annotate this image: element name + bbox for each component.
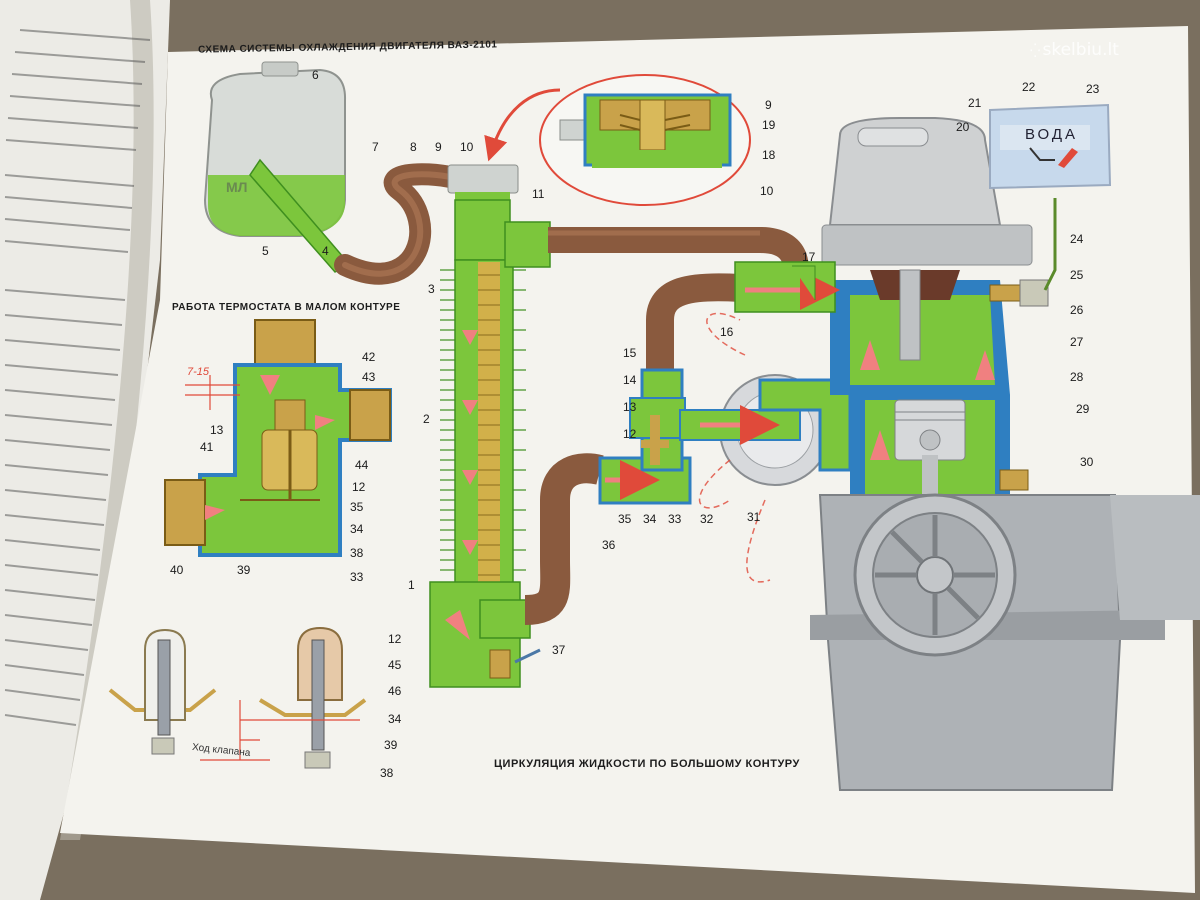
callout-37: 37 <box>552 643 566 657</box>
water-pump <box>679 374 852 486</box>
callout-46: 46 <box>388 684 402 698</box>
callout-29: 29 <box>1076 402 1090 416</box>
callout-14: 14 <box>623 373 637 387</box>
callout-10b: 10 <box>760 184 774 198</box>
callout-36: 36 <box>602 538 616 552</box>
callout-45: 45 <box>388 658 402 672</box>
callout-38b: 38 <box>380 766 394 780</box>
callout-16: 16 <box>720 325 734 339</box>
callout-43: 43 <box>362 370 376 384</box>
radiator <box>429 199 551 688</box>
callout-15: 15 <box>623 346 637 360</box>
thermostat-assembly <box>598 368 692 505</box>
radiator-filler-neck <box>447 164 519 204</box>
callout-38a: 38 <box>350 546 364 560</box>
block-drain-plug <box>999 469 1029 491</box>
engine-outlet <box>734 261 836 313</box>
callout-4: 4 <box>322 244 329 258</box>
fan-outline <box>698 312 771 583</box>
callout-11: 11 <box>532 187 545 201</box>
callout-2: 2 <box>423 412 430 426</box>
callout-13: 13 <box>623 400 637 414</box>
callout-13b: 13 <box>210 423 224 437</box>
callout-28: 28 <box>1070 370 1084 384</box>
callout-21: 21 <box>968 96 982 110</box>
callout-7: 7 <box>372 140 379 154</box>
callout-8: 8 <box>410 140 417 154</box>
thermostat-small-circuit <box>164 319 392 557</box>
callout-17: 17 <box>802 250 816 264</box>
callout-20: 20 <box>956 120 970 134</box>
callout-23: 23 <box>1086 82 1100 96</box>
watermark-text: skelbiu.lt <box>1042 40 1119 60</box>
callout-33a: 33 <box>668 512 682 526</box>
callout-12: 12 <box>623 427 637 441</box>
callout-34a: 34 <box>643 512 657 526</box>
callout-31: 31 <box>747 510 761 524</box>
large-circuit-caption: ЦИРКУЛЯЦИЯ ЖИДКОСТИ ПО БОЛЬШОМУ КОНТУРУ <box>494 758 800 770</box>
callout-42: 42 <box>362 350 376 364</box>
callout-12b: 12 <box>352 480 366 494</box>
callout-9a: 9 <box>435 140 442 154</box>
callout-27: 27 <box>1070 335 1084 349</box>
callout-44: 44 <box>355 458 369 472</box>
callout-26: 26 <box>1070 303 1084 317</box>
svg-text:МЛ: МЛ <box>226 179 248 195</box>
callout-18: 18 <box>762 148 776 162</box>
left-page <box>0 0 170 900</box>
callout-33b: 33 <box>350 570 364 584</box>
watermark-dots-icon: ⁛ <box>1030 44 1043 59</box>
thermostat-element-details <box>108 626 367 769</box>
engine-block <box>810 117 1200 791</box>
radiator-cap-detail <box>539 74 751 206</box>
callout-1: 1 <box>408 578 415 592</box>
callout-34b: 34 <box>350 522 364 536</box>
callout-9b: 9 <box>765 98 772 112</box>
callout-25: 25 <box>1070 268 1084 282</box>
left-page-text-lines <box>4 29 151 726</box>
small-circuit-caption: РАБОТА ТЕРМОСТАТА В МАЛОМ КОНТУРЕ <box>172 302 401 313</box>
callout-35b: 35 <box>350 500 364 514</box>
callout-30: 30 <box>1080 455 1094 469</box>
watermark-logo: ⁛ skelbiu.lt <box>1030 40 1119 60</box>
callout-41: 41 <box>200 440 214 454</box>
temperature-gauge <box>989 103 1112 190</box>
callout-24: 24 <box>1070 232 1084 246</box>
callout-6: 6 <box>312 68 319 82</box>
callout-32: 32 <box>700 512 714 526</box>
expansion-tank: МЛ <box>203 61 352 273</box>
page-fold-shadow <box>60 0 154 840</box>
callout-34c: 34 <box>388 712 402 726</box>
lower-radiator-hose <box>524 453 604 625</box>
callout-10a: 10 <box>460 140 474 154</box>
temperature-sensor <box>989 198 1057 307</box>
thermostat-to-outlet-hose <box>646 273 741 395</box>
callout-39a: 39 <box>237 563 251 577</box>
callout-39b: 39 <box>384 738 398 752</box>
callout-35a: 35 <box>618 512 632 526</box>
dimension-gap: 7-15 <box>187 366 210 378</box>
callout-19: 19 <box>762 118 776 132</box>
callout-12c: 12 <box>388 632 402 646</box>
detail-pointer-arrow <box>484 88 561 162</box>
callout-40: 40 <box>170 563 184 577</box>
callout-22: 22 <box>1022 80 1036 94</box>
callout-3: 3 <box>428 282 435 296</box>
callout-5: 5 <box>262 244 269 258</box>
gauge-text: ВОДА <box>1025 126 1079 143</box>
